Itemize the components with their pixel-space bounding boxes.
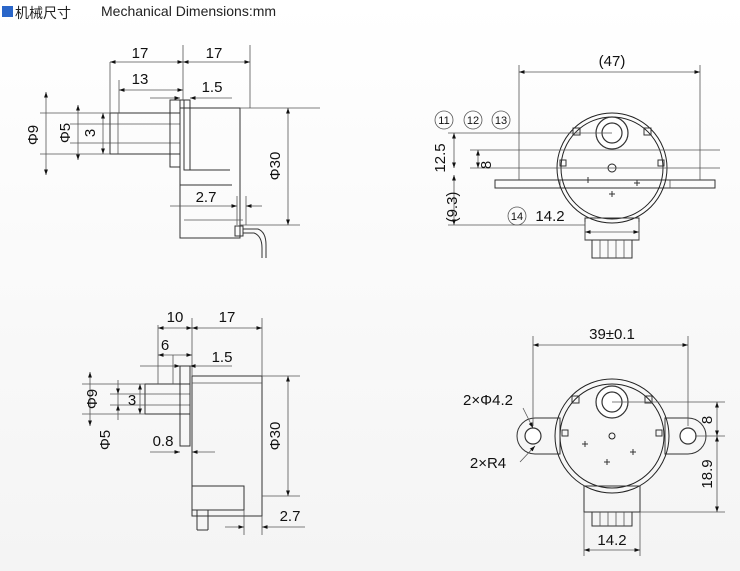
- header-title-chinese: 机械尺寸: [15, 6, 71, 22]
- top-right-front-view: 11 12 13 14 (47) 12.5 8 (9.3) 14.2: [432, 53, 720, 259]
- dim-17-right: 17: [206, 45, 223, 62]
- dim-2xphi4-2: 2×Φ4.2: [463, 392, 513, 409]
- dim-2-7-bottom: 2.7: [280, 508, 301, 525]
- dim-8-bottom: 8: [699, 416, 716, 424]
- dim-3: 3: [82, 129, 99, 137]
- dim-12-5: 12.5: [432, 143, 449, 172]
- dim-3-bottom: 3: [128, 392, 136, 409]
- dim-2xr4: 2×R4: [470, 455, 506, 472]
- dim-8: 8: [478, 161, 495, 169]
- dim-9-3: (9.3): [444, 192, 461, 223]
- dim-1-5-bottom: 1.5: [212, 349, 233, 366]
- page-header: 机械尺寸 Mechanical Dimensions:mm: [0, 0, 740, 26]
- dim-0-8: 0.8: [153, 433, 174, 450]
- dim-6: 6: [161, 337, 169, 354]
- dim-2-7: 2.7: [196, 189, 217, 206]
- bottom-right-front-view: 39±0.1 2×Φ4.2 2×R4 8 18.9 14.2: [463, 326, 725, 556]
- dim-10: 10: [167, 309, 184, 326]
- dim-39: 39±0.1: [589, 326, 635, 343]
- dim-17-bottom: 17: [219, 309, 236, 326]
- dim-phi9-bottom: Φ9: [84, 389, 101, 409]
- dim-47: (47): [599, 53, 626, 70]
- dim-13: 13: [132, 71, 149, 88]
- bottom-left-side-view: 10 17 6 1.5 Φ9 3 Φ5 0.8 Φ30 2.7: [82, 309, 305, 535]
- callout-13: 13: [495, 115, 507, 127]
- header-title-english: Mechanical Dimensions:mm: [101, 3, 277, 19]
- dim-17-left: 17: [132, 45, 149, 62]
- header-bullet-icon: [2, 6, 13, 17]
- callout-12: 12: [467, 115, 479, 127]
- dim-14-2-bottom: 14.2: [597, 532, 626, 549]
- dim-phi30-bottom: Φ30: [267, 422, 284, 451]
- callout-11: 11: [438, 115, 449, 127]
- dim-phi5: Φ5: [57, 123, 74, 143]
- dim-phi30: Φ30: [267, 152, 284, 181]
- callout-14: 14: [511, 211, 523, 223]
- dim-14-2-top: 14.2: [535, 208, 564, 225]
- dim-18-9: 18.9: [699, 459, 716, 488]
- dim-phi5-bottom: Φ5: [97, 430, 114, 450]
- dim-1-5: 1.5: [202, 79, 223, 96]
- top-left-side-view: 17 17 13 1.5 Φ9 Φ5 3 Φ30 2.7: [25, 45, 320, 258]
- dim-phi9: Φ9: [25, 125, 42, 145]
